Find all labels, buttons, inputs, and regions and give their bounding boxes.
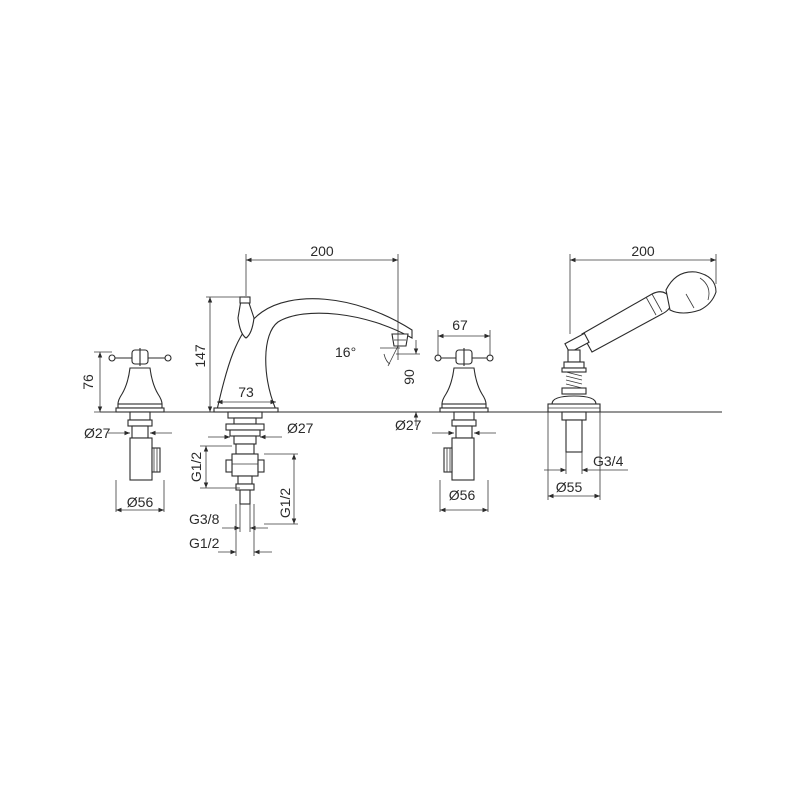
spout-shank-diameter-label: Ø27 [287,420,314,436]
hand-shower-dims: 200 G3/4 Ø55 [544,243,717,500]
spout-angle-label: 16° [335,344,356,360]
hand-shower-length-label: 200 [631,243,655,259]
right-valve [434,348,494,481]
spout [213,296,413,505]
spout-base-width-label: 73 [238,384,254,400]
right-valve-dims: 67 Ø27 Ø56 [395,317,496,513]
left-valve-dims: 76 Ø27 Ø56 [80,351,172,513]
spout-outlet-side-thread-label: G1/2 [277,488,293,519]
hand-shower [547,271,717,453]
right-valve-shank-diameter-label: Ø27 [395,417,422,433]
spout-outlet-bottom-thread-label: G1/2 [189,535,220,551]
left-valve [108,348,172,481]
spout-outlet-height-label: 90 [401,369,417,385]
hand-shower-flange-diameter-label: Ø55 [556,479,583,495]
spout-reach-label: 200 [310,243,334,259]
left-valve-flange-diameter-label: Ø56 [127,494,154,510]
left-valve-height-label: 76 [80,374,96,390]
right-valve-flange-diameter-label: Ø56 [449,487,476,503]
right-valve-handle-width-label: 67 [452,317,468,333]
left-valve-shank-diameter-label: Ø27 [84,425,111,441]
spout-outlet-small-thread-label: G3/8 [189,511,220,527]
spout-height-label: 147 [192,344,208,368]
spout-inlet-thread-label: G1/2 [188,452,204,483]
spout-dims: 200 147 16° 90 73 Ø27 G1/2 G1/2 [188,243,420,556]
hand-shower-thread-label: G3/4 [593,453,624,469]
